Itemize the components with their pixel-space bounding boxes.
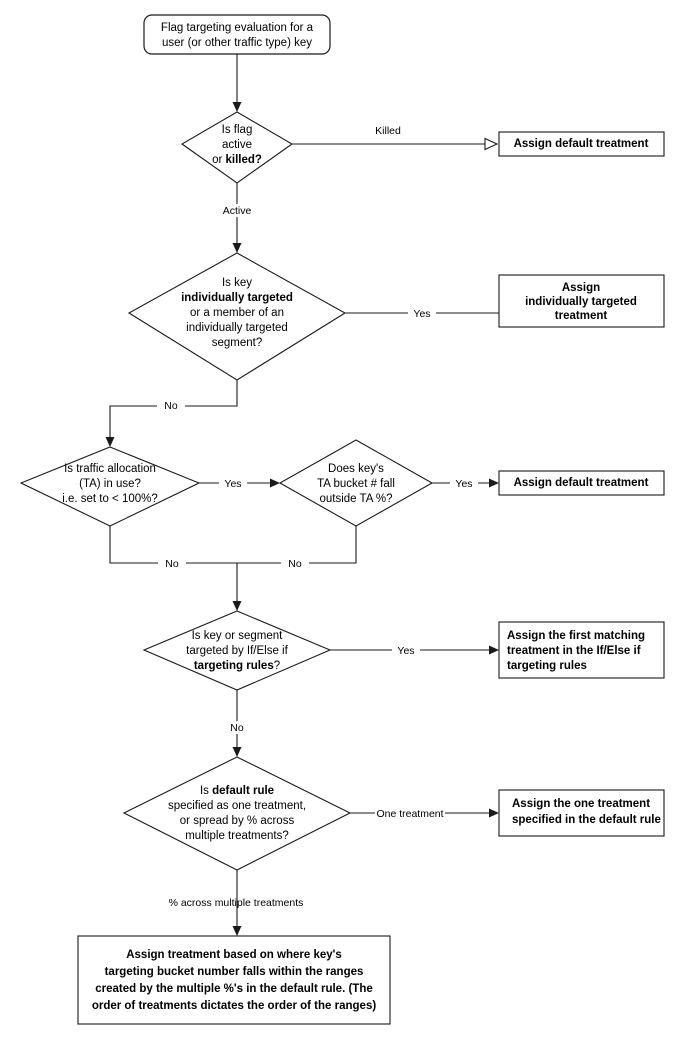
node-bucket-line-3: outside TA %? — [319, 493, 392, 505]
node-one-treatment-line-1: Assign the one treatment — [512, 798, 650, 810]
ifelse-question-mark: ? — [274, 660, 280, 672]
node-individual-result-line-1: Assign — [562, 282, 600, 294]
node-result-multiple-percent: Assign treatment based on where key's ta… — [77, 935, 391, 1025]
node-result-default-ta: Assign default treatment — [498, 470, 665, 496]
node-decision-ta-bucket: Does key's TA bucket # fall outside TA %… — [278, 439, 434, 527]
node-individual-line-2: individually targeted — [181, 292, 293, 304]
node-result-individual-treatment: Assign individually targeted treatment — [498, 274, 665, 328]
node-multiple-percent-line-1: Assign treatment based on where key's — [126, 949, 342, 961]
node-start-line-1: Flag targeting evaluation for a — [161, 22, 314, 34]
flag-killed-bold: killed? — [225, 154, 261, 166]
node-default-rule-line-3: or spread by % across — [180, 815, 295, 827]
node-individual-line-4: individually targeted — [186, 322, 288, 334]
edge-label-individual-yes: Yes — [413, 308, 430, 320]
node-decision-default-rule: Is default rule specified as one treatme… — [122, 756, 352, 871]
node-individual-result-line-2: individually targeted — [525, 296, 637, 308]
node-default-killed-text: Assign default treatment — [514, 138, 649, 150]
edge-label-percent-across: % across multiple treatments — [169, 897, 304, 909]
edge-individual-yes: Yes — [345, 307, 499, 320]
node-start-line-2: user (or other traffic type) key — [162, 37, 312, 49]
ifelse-rules-bold: targeting rules — [194, 660, 274, 672]
default-rule-prefix: Is — [200, 785, 212, 797]
node-multiple-percent-line-2: targeting bucket number falls within the… — [105, 966, 364, 978]
edge-label-one-treatment: One treatment — [376, 808, 443, 820]
edge-flag-killed: Killed — [292, 124, 499, 151]
node-flag-state-line-1: Is flag — [222, 124, 253, 136]
node-individual-line-1: Is key — [222, 277, 252, 289]
edge-one-treatment: One treatment — [350, 807, 499, 820]
node-ta-line-1: Is traffic allocation — [64, 463, 156, 475]
node-default-rule-line-1: Is default rule — [200, 785, 274, 797]
node-ifelse-line-2: targeted by If/Else if — [186, 645, 288, 657]
edge-ifelse-yes: Yes — [330, 644, 499, 657]
edge-label-ta-no: No — [165, 558, 179, 570]
node-ifelse-line-1: Is key or segment — [192, 630, 284, 642]
edge-ta-yes: Yes — [199, 477, 280, 490]
edge-percent-across: % across multiple treatments — [169, 870, 304, 936]
edge-label-killed: Killed — [375, 125, 401, 137]
node-result-one-treatment: Assign the one treatment specified in th… — [498, 789, 665, 837]
edge-label-bucket-no: No — [288, 558, 302, 570]
default-rule-bold: default rule — [212, 785, 274, 797]
node-individual-line-5: segment? — [212, 337, 263, 349]
node-default-rule-line-4: multiple treatments? — [185, 830, 289, 842]
edge-bucket-yes: Yes — [432, 477, 499, 490]
node-multiple-percent-line-4: order of treatments dictates the order o… — [92, 1000, 377, 1012]
edge-label-ta-yes: Yes — [224, 478, 241, 490]
edge-label-ifelse-yes: Yes — [397, 645, 414, 657]
node-bucket-line-1: Does key's — [328, 463, 384, 475]
node-first-matching-line-1: Assign the first matching — [507, 630, 645, 642]
flag-or-prefix: or — [212, 154, 225, 166]
edge-label-active: Active — [223, 205, 252, 217]
node-individual-result-line-3: treatment — [555, 310, 608, 322]
node-decision-traffic-allocation: Is traffic allocation (TA) in use? i.e. … — [19, 446, 201, 527]
node-default-ta-text: Assign default treatment — [514, 477, 649, 489]
node-first-matching-line-3: targeting rules — [507, 660, 587, 672]
node-one-treatment-line-2: specified in the default rule — [512, 814, 661, 826]
edge-ta-no: No — [109, 526, 237, 570]
edge-ifelse-no: No — [223, 690, 251, 757]
node-decision-flag-state: Is flag active or killed? — [180, 111, 294, 184]
node-start: Flag targeting evaluation for a user (or… — [143, 14, 331, 55]
node-result-default-killed: Assign default treatment — [498, 131, 665, 157]
node-first-matching-line-2: treatment in the If/Else if — [507, 645, 641, 657]
edge-individual-no: No — [105, 380, 238, 447]
node-multiple-percent-line-3: created by the multiple %'s in the defau… — [95, 983, 373, 995]
node-bucket-line-2: TA bucket # fall — [317, 478, 395, 490]
edge-label-bucket-yes: Yes — [455, 478, 472, 490]
edge-label-individual-no: No — [164, 400, 178, 412]
edge-bucket-no: No — [237, 526, 357, 570]
edge-label-ifelse-no: No — [230, 722, 244, 734]
node-individual-line-3: or a member of an — [190, 307, 284, 319]
node-ifelse-line-3: targeting rules? — [194, 660, 280, 672]
node-decision-ifelse-rules: Is key or segment targeted by If/Else if… — [142, 610, 332, 691]
node-flag-state-line-2: active — [222, 139, 252, 151]
node-flag-state-line-3: or killed? — [212, 154, 262, 166]
node-result-first-matching: Assign the first matching treatment in t… — [498, 621, 665, 679]
node-ta-line-2: (TA) in use? — [79, 478, 141, 490]
node-decision-individual-target: Is key individually targeted or a member… — [127, 252, 347, 381]
edge-flag-active: Active — [219, 183, 256, 253]
node-ta-line-3: i.e. set to < 100%? — [62, 493, 158, 505]
node-default-rule-line-2: specified as one treatment, — [168, 800, 306, 812]
edge-merge-to-ifelse — [232, 563, 242, 611]
edge-start-to-flag-decision — [232, 54, 242, 112]
